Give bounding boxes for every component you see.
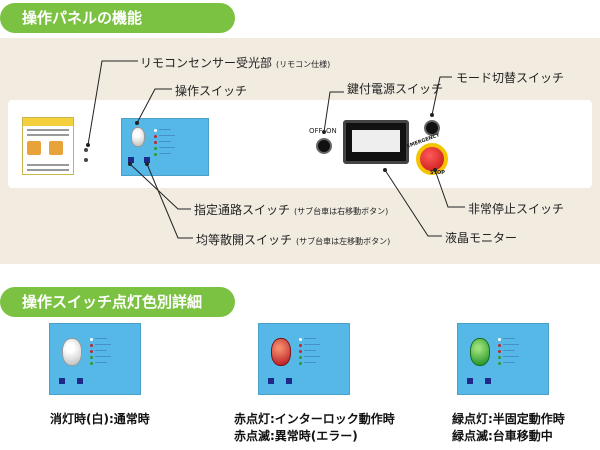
label-designated-switch: 指定通路スイッチ(サブ台車は右移動ボタン) xyxy=(194,203,389,217)
section-heading-functions: 操作パネルの機能 xyxy=(0,3,235,33)
designated-passage-button[interactable] xyxy=(128,157,134,163)
lcd-monitor xyxy=(343,120,409,164)
state-button-left xyxy=(467,378,473,384)
lamp-red xyxy=(271,338,291,366)
label-lcd-monitor: 液晶モニター xyxy=(445,231,518,245)
caution-sticker xyxy=(22,117,74,175)
lamp-legend: ——— ———— ——— ———— ——— xyxy=(299,336,320,366)
operation-switch-panel: ——— ———— ——— ———— ——— xyxy=(121,118,209,176)
key-power-switch[interactable] xyxy=(316,138,332,154)
state-button-right xyxy=(77,378,83,384)
even-spread-button[interactable] xyxy=(144,157,150,163)
operation-switch-lamp[interactable] xyxy=(131,127,145,147)
lamp-legend: ——— ———— ——— ———— ——— xyxy=(154,127,175,157)
remote-sensor-lower xyxy=(84,158,88,162)
label-emergency-stop: 非常停止スイッチ xyxy=(468,202,565,216)
label-mode-switch: モード切替スイッチ xyxy=(456,71,565,85)
label-key-switch: 鍵付電源スイッチ xyxy=(347,82,444,96)
lamp-legend: ——— ———— ——— ———— ——— xyxy=(498,336,519,366)
state-panel-red: ——— ———— ——— ———— ——— xyxy=(258,323,350,395)
label-operation-switch: 操作スイッチ xyxy=(175,84,248,98)
label-even-switch: 均等散開スイッチ(サブ台車は左移動ボタン) xyxy=(196,233,391,247)
key-on-label: ON xyxy=(326,127,337,135)
lamp-green xyxy=(470,338,490,366)
state-button-left xyxy=(268,378,274,384)
caption-green-2: 緑点滅:台車移動中 xyxy=(452,429,553,443)
machine-front-panel xyxy=(8,100,592,188)
state-button-left xyxy=(59,378,65,384)
caption-white: 消灯時(白):通常時 xyxy=(50,412,150,426)
remote-sensor xyxy=(84,148,88,152)
state-panel-white: ——— ———— ——— ———— ——— xyxy=(49,323,141,395)
lamp-white xyxy=(62,338,82,366)
label-remote-sensor: リモコンセンサー受光部(リモコン仕様) xyxy=(140,56,331,70)
state-button-right xyxy=(485,378,491,384)
key-off-label: OFF xyxy=(309,127,323,135)
mode-switch[interactable] xyxy=(424,120,440,136)
caption-green-1: 緑点灯:半固定動作時 xyxy=(452,412,565,426)
lamp-legend: ——— ———— ——— ———— ——— xyxy=(90,336,111,366)
caption-red-2: 赤点滅:異常時(エラー) xyxy=(234,429,358,443)
state-panel-green: ——— ———— ——— ———— ——— xyxy=(457,323,549,395)
state-button-right xyxy=(286,378,292,384)
caption-red-1: 赤点灯:インターロック動作時 xyxy=(234,412,395,426)
stop-text: STOP xyxy=(430,170,445,176)
section-heading-colors: 操作スイッチ点灯色別詳細 xyxy=(0,287,235,317)
